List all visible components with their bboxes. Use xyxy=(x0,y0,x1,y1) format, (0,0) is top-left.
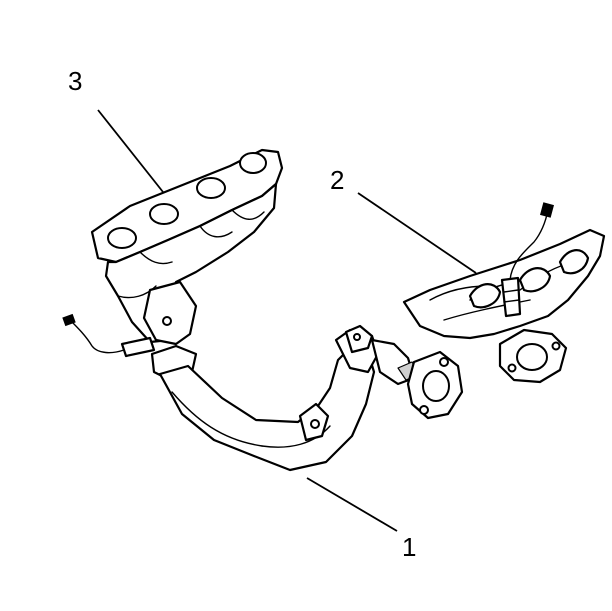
callout-1-leader xyxy=(306,477,398,532)
front-o2-sensor-wire xyxy=(69,319,125,354)
front-o2-sensor-body xyxy=(120,336,156,358)
callout-3-label: 3 xyxy=(68,66,82,96)
rear-o2-connector xyxy=(540,202,554,218)
front-o2-connector xyxy=(62,313,76,327)
front-manifold-port-3 xyxy=(196,177,226,199)
callout-2-leader xyxy=(357,192,477,274)
front-manifold-collector xyxy=(142,280,198,346)
rear-pipe-flange-port xyxy=(422,370,450,402)
rear-manifold-runner-3 xyxy=(558,249,590,275)
rear-manifold-runner-2 xyxy=(518,267,552,293)
rear-exhaust-manifold xyxy=(402,202,606,384)
front-manifold-port-1 xyxy=(107,227,137,249)
rear-o2-sensor-wire xyxy=(509,209,549,281)
rear-manifold-outlet-port xyxy=(516,343,548,371)
rear-o2-sensor-body xyxy=(500,276,522,318)
front-exhaust-manifold xyxy=(62,148,284,358)
callout-1-label: 1 xyxy=(402,532,416,562)
exhaust-crossover-pipe xyxy=(150,324,464,472)
front-manifold-port-4 xyxy=(239,152,267,174)
callout-3-leader xyxy=(97,109,164,193)
rear-manifold-runner-1 xyxy=(468,283,502,309)
front-manifold-port-2 xyxy=(149,203,179,225)
callout-2-label: 2 xyxy=(330,165,344,195)
